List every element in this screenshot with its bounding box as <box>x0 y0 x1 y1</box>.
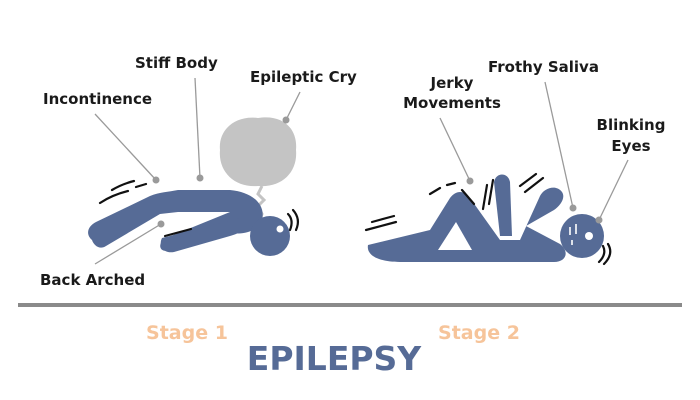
stage1-figure <box>88 117 300 256</box>
label-jerky: Jerky <box>430 74 474 92</box>
label-blinking: Blinking <box>597 116 666 134</box>
label-frothy-saliva: Frothy Saliva <box>488 58 599 76</box>
speech-cloud <box>219 117 297 187</box>
label-stiff-body: Stiff Body <box>135 54 218 72</box>
label-movements: Movements <box>403 94 501 112</box>
label-incontinence: Incontinence <box>43 90 152 108</box>
diagram-title: EPILEPSY <box>247 339 423 378</box>
leader-lines <box>94 77 629 265</box>
label-eyes: Eyes <box>611 137 650 155</box>
label-back-arched: Back Arched <box>40 271 145 289</box>
divider <box>18 303 682 307</box>
label-epileptic-cry: Epileptic Cry <box>250 68 357 86</box>
stage-1-label: Stage 1 <box>146 322 228 344</box>
head <box>250 216 290 256</box>
stage-2-label: Stage 2 <box>438 322 520 344</box>
stage2-figure <box>364 172 612 266</box>
